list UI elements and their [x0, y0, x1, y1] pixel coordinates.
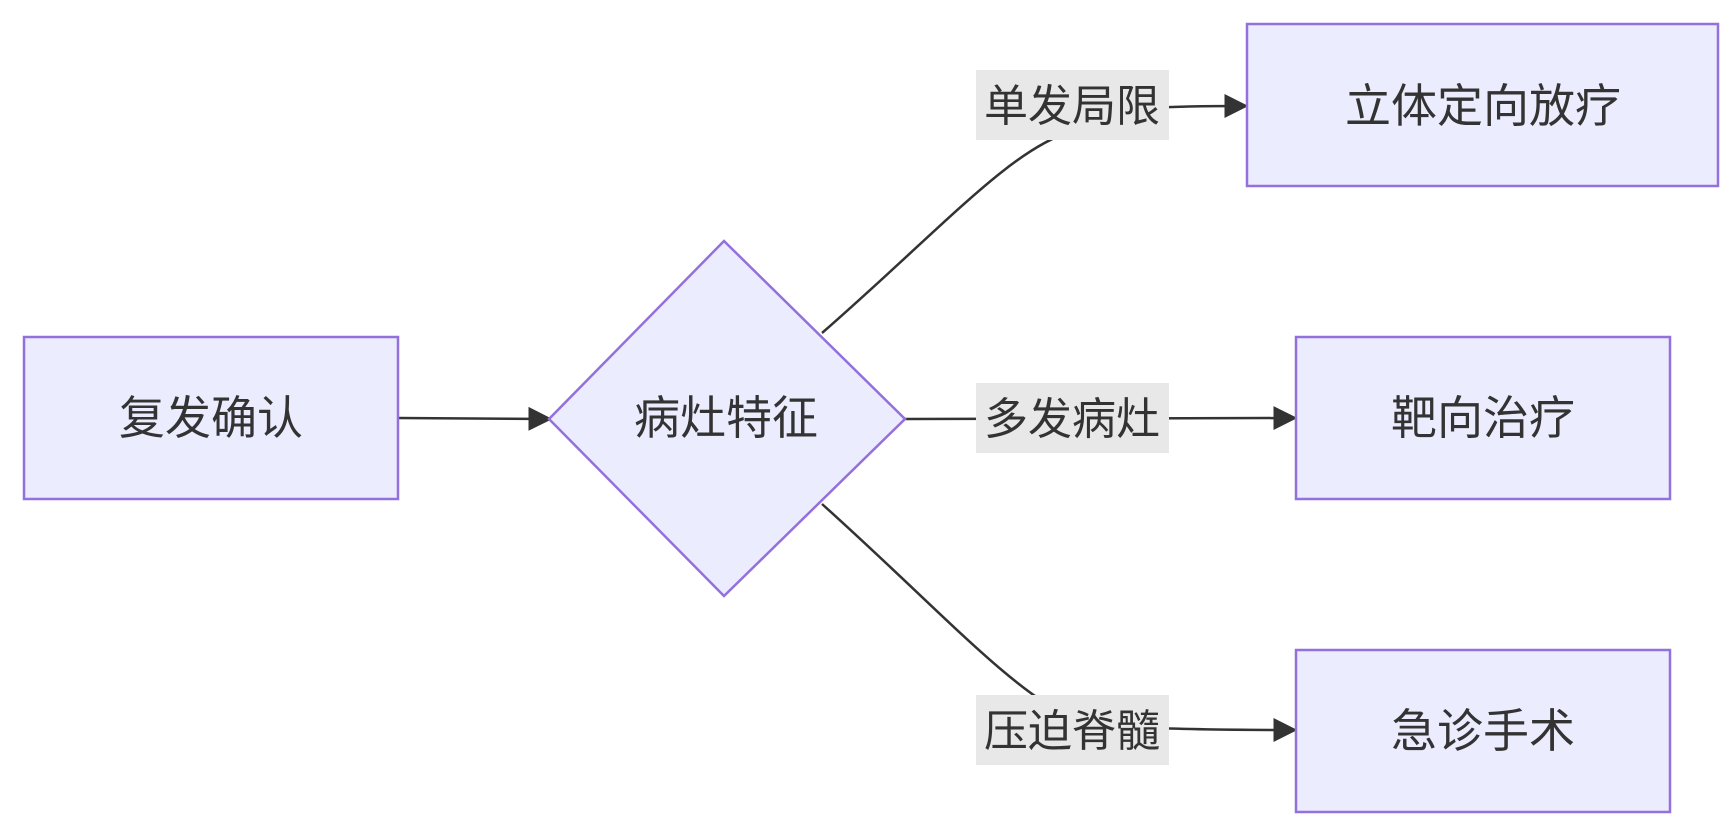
edge-lesion-to-sbrt: [821, 94, 1249, 334]
node-recurrence-confirmed[interactable]: 复发确认: [22, 335, 400, 501]
node-targeted-therapy[interactable]: 靶向治疗: [1294, 335, 1672, 501]
edge-label-spinal-compression: 压迫脊髓: [976, 695, 1169, 765]
node-label: 立体定向放疗: [1345, 79, 1621, 133]
edge-label-text: 多发病灶: [984, 394, 1160, 445]
edge-label-single-localized: 单发局限: [976, 70, 1169, 140]
node-label: 急诊手术: [1391, 704, 1575, 758]
node-lesion-characteristics[interactable]: 病灶特征: [547, 239, 907, 598]
edge-recurrence-to-lesion: [397, 406, 553, 431]
node-emergency-surgery[interactable]: 急诊手术: [1294, 648, 1672, 814]
node-stereotactic-radiotherapy[interactable]: 立体定向放疗: [1245, 22, 1720, 188]
edge-label-multiple-lesions: 多发病灶: [976, 383, 1169, 453]
node-label: 病灶特征: [634, 391, 818, 445]
edge-label-text: 单发局限: [984, 81, 1160, 132]
node-label: 靶向治疗: [1391, 391, 1575, 445]
edge-label-text: 压迫脊髓: [984, 706, 1160, 757]
node-label: 复发确认: [119, 391, 303, 445]
